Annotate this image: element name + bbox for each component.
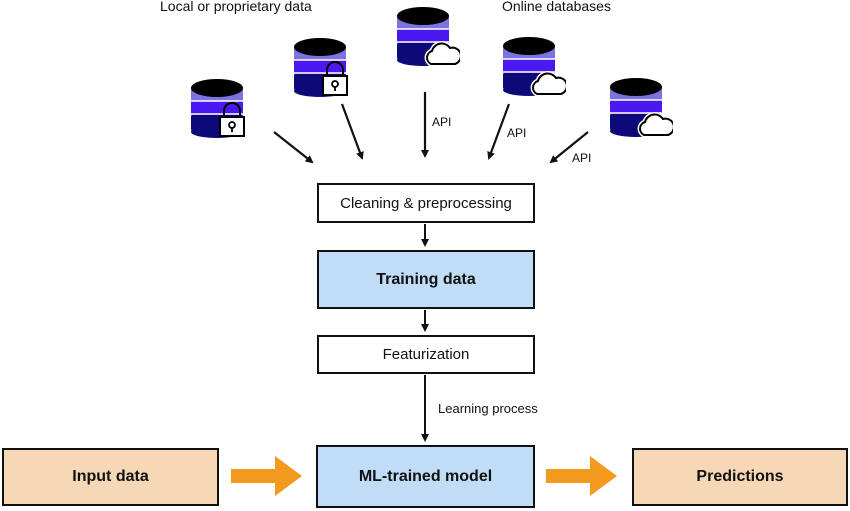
online-databases-heading: Online databases	[502, 0, 611, 14]
api-label: API	[432, 115, 452, 129]
online-database-icon	[610, 78, 673, 138]
orange-arrow-input-to-model	[231, 456, 302, 496]
cloud-icon	[424, 41, 460, 67]
learning-process-label: Learning process	[438, 401, 538, 416]
api-label: API	[572, 151, 592, 165]
training-data-box: Training data	[317, 250, 535, 309]
training-data-label: Training data	[376, 270, 476, 288]
ml-trained-model-box: ML-trained model	[316, 445, 535, 508]
local-data-heading: Local or proprietary data	[160, 0, 312, 14]
featurization-box: Featurization	[317, 335, 535, 374]
local-database-icon	[191, 79, 245, 138]
predictions-label: Predictions	[696, 468, 784, 485]
local-database-icon	[294, 38, 348, 97]
cleaning-preprocessing-label: Cleaning & preprocessing	[340, 194, 512, 212]
input-data-label: Input data	[72, 468, 149, 485]
arrow-online-3	[549, 131, 589, 164]
cloud-icon	[530, 71, 566, 97]
api-label: API	[507, 126, 527, 140]
orange-arrow-model-to-predictions	[546, 456, 617, 496]
input-data-box: Input data	[2, 448, 219, 506]
arrow-local-1	[273, 131, 314, 164]
cloud-icon	[637, 112, 673, 138]
cleaning-preprocessing-box: Cleaning & preprocessing	[317, 183, 535, 223]
featurization-label: Featurization	[382, 346, 470, 363]
ml-trained-model-label: ML-trained model	[358, 467, 493, 485]
lock-icon	[219, 102, 245, 137]
lock-icon	[322, 61, 348, 96]
online-database-icon	[397, 7, 460, 67]
arrow-online-2	[487, 103, 511, 160]
predictions-box: Predictions	[632, 448, 848, 506]
arrow-local-2	[340, 103, 364, 160]
online-database-icon	[503, 37, 566, 97]
